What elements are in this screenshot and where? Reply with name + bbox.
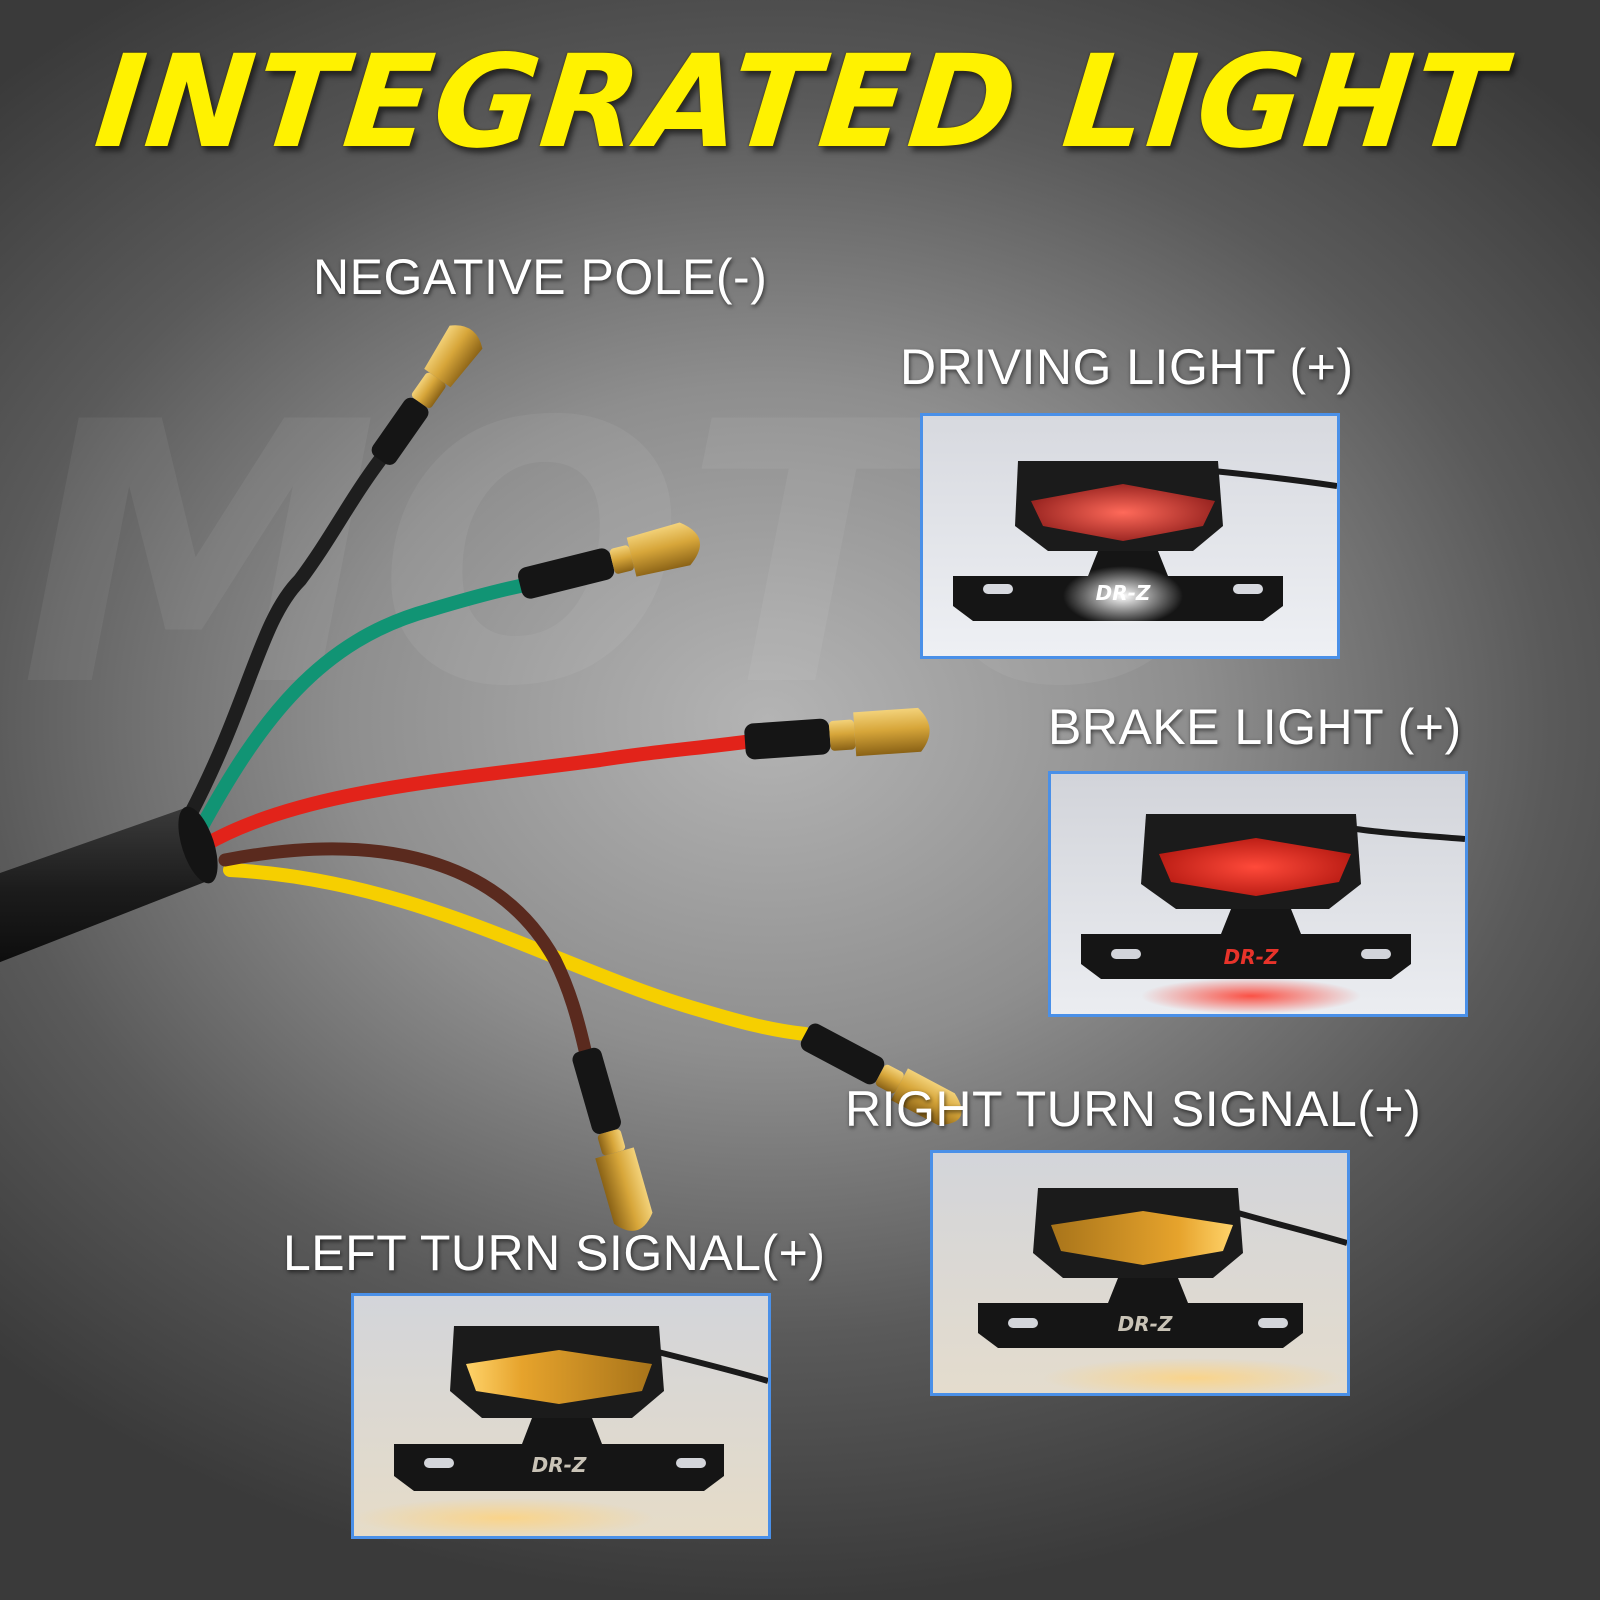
- label-brake-light: BRAKE LIGHT (+): [1048, 699, 1462, 755]
- photo-driving-light: DR-Z: [920, 413, 1340, 659]
- photo-right-turn-signal: DR-Z: [930, 1150, 1350, 1396]
- wire-black: [183, 453, 387, 822]
- wire-brown: [218, 842, 592, 1057]
- photo-left-turn-signal: DR-Z: [351, 1293, 771, 1539]
- label-negative-pole: NEGATIVE POLE(-): [313, 249, 768, 305]
- label-driving-light: DRIVING LIGHT (+): [900, 339, 1354, 395]
- photo-brake-light: DR-Z: [1048, 771, 1468, 1017]
- bracket-logo-right-turn: DR-Z: [1118, 1312, 1173, 1336]
- lens-left-turn: [466, 1350, 652, 1404]
- wire-yellow: [223, 863, 812, 1041]
- page-title: INTEGRATED LIGHT: [89, 28, 1511, 177]
- label-left-turn-signal: LEFT TURN SIGNAL(+): [283, 1225, 826, 1281]
- connector-negative: [371, 325, 483, 465]
- connector-driving: [518, 522, 700, 599]
- lens-brake: [1159, 838, 1351, 896]
- bracket-logo-driving: DR-Z: [1096, 581, 1151, 605]
- connector-right-turn: [800, 1023, 962, 1126]
- connector-left-turn: [572, 1047, 653, 1231]
- cable-jacket: [0, 808, 212, 963]
- bracket-logo-brake: DR-Z: [1224, 945, 1279, 969]
- lens-driving: [1031, 484, 1215, 541]
- lens-right-turn: [1051, 1211, 1233, 1265]
- wire-red: [198, 735, 752, 852]
- wire-green: [193, 578, 532, 837]
- bracket-logo-left-turn: DR-Z: [532, 1453, 587, 1477]
- label-right-turn-signal: RIGHT TURN SIGNAL(+): [845, 1081, 1422, 1137]
- connector-brake: [744, 707, 930, 760]
- cable-jacket-end: [178, 806, 218, 884]
